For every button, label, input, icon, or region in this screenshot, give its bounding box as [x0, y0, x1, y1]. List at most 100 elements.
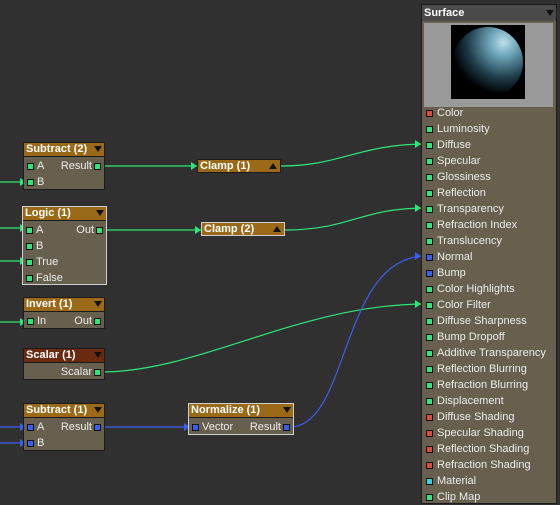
node-header[interactable]: Logic (1): [23, 207, 106, 221]
surface-input-translucency[interactable]: Translucency: [422, 233, 556, 249]
node-menu-arrow-icon[interactable]: [283, 407, 291, 413]
node-input-b[interactable]: B: [24, 174, 104, 190]
surface-input-diffuse-shading[interactable]: Diffuse Shading: [422, 409, 556, 425]
input-port[interactable]: [26, 275, 33, 282]
surface-input-material[interactable]: Material: [422, 473, 556, 489]
surface-input-diffuse-sharpness[interactable]: Diffuse Sharpness: [422, 313, 556, 329]
surface-input-bump[interactable]: Bump: [422, 265, 556, 281]
input-port[interactable]: [27, 179, 34, 186]
output-port[interactable]: [96, 227, 103, 234]
node-menu-arrow-icon[interactable]: [546, 10, 554, 16]
input-port[interactable]: [426, 222, 433, 229]
node-header[interactable]: Invert (1): [24, 298, 104, 312]
input-port[interactable]: [426, 142, 433, 149]
input-port[interactable]: [426, 414, 433, 421]
node-input-a[interactable]: A Result: [24, 158, 104, 174]
surface-input-diffuse[interactable]: Diffuse: [422, 137, 556, 153]
input-port[interactable]: [426, 190, 433, 197]
input-port[interactable]: [426, 286, 433, 293]
input-port[interactable]: [426, 382, 433, 389]
node-input-a[interactable]: A Out: [23, 222, 106, 238]
node-menu-arrow-icon[interactable]: [96, 210, 104, 216]
input-port[interactable]: [426, 158, 433, 165]
input-port[interactable]: [27, 163, 34, 170]
surface-input-additive-transparency[interactable]: Additive Transparency: [422, 345, 556, 361]
output-port[interactable]: [94, 318, 101, 325]
surface-input-luminosity[interactable]: Luminosity: [422, 121, 556, 137]
input-port[interactable]: [27, 318, 34, 325]
node-clamp-1[interactable]: Clamp (1): [197, 159, 281, 173]
input-port[interactable]: [426, 206, 433, 213]
input-port[interactable]: [426, 238, 433, 245]
output-port[interactable]: [283, 424, 290, 431]
node-header[interactable]: Subtract (2): [24, 143, 104, 157]
surface-input-reflection-blurring[interactable]: Reflection Blurring: [422, 361, 556, 377]
input-port[interactable]: [426, 270, 433, 277]
node-input-vector[interactable]: Vector Result: [189, 419, 293, 435]
input-port[interactable]: [192, 424, 199, 431]
node-invert-1[interactable]: Invert (1) In Out: [23, 297, 105, 329]
input-port[interactable]: [426, 174, 433, 181]
expand-arrow-icon[interactable]: [269, 163, 277, 169]
node-input-in[interactable]: In Out: [24, 313, 104, 329]
surface-input-glossiness[interactable]: Glossiness: [422, 169, 556, 185]
surface-input-refraction-index[interactable]: Refraction Index: [422, 217, 556, 233]
surface-input-color-highlights[interactable]: Color Highlights: [422, 281, 556, 297]
node-scalar-1[interactable]: Scalar (1) Scalar: [23, 348, 105, 380]
node-input-true[interactable]: True: [23, 254, 106, 270]
expand-arrow-icon[interactable]: [273, 226, 281, 232]
input-port[interactable]: [426, 494, 433, 501]
input-port[interactable]: [27, 424, 34, 431]
input-port[interactable]: [426, 126, 433, 133]
input-port[interactable]: [426, 462, 433, 469]
node-subtract-2[interactable]: Subtract (2) A Result B: [23, 142, 105, 190]
surface-input-reflection-shading[interactable]: Reflection Shading: [422, 441, 556, 457]
node-normalize-1[interactable]: Normalize (1) Vector Result: [188, 403, 294, 435]
node-menu-arrow-icon[interactable]: [94, 146, 102, 152]
node-input-b[interactable]: B: [24, 435, 104, 451]
surface-input-reflection[interactable]: Reflection: [422, 185, 556, 201]
surface-input-clip-map[interactable]: Clip Map: [422, 489, 556, 505]
input-port[interactable]: [426, 350, 433, 357]
input-port[interactable]: [27, 440, 34, 447]
node-input-false[interactable]: False: [23, 270, 106, 286]
node-input-a[interactable]: A Result: [24, 419, 104, 435]
input-port[interactable]: [426, 446, 433, 453]
input-port[interactable]: [26, 259, 33, 266]
input-port[interactable]: [426, 334, 433, 341]
node-menu-arrow-icon[interactable]: [94, 301, 102, 307]
input-port[interactable]: [426, 110, 433, 117]
surface-input-color-filter[interactable]: Color Filter: [422, 297, 556, 313]
surface-input-specular-shading[interactable]: Specular Shading: [422, 425, 556, 441]
node-header[interactable]: Scalar (1): [24, 349, 104, 363]
node-clamp-2[interactable]: Clamp (2): [201, 222, 285, 236]
output-port[interactable]: [94, 424, 101, 431]
node-logic-1[interactable]: Logic (1) A Out B True False: [22, 206, 107, 285]
input-port[interactable]: [26, 227, 33, 234]
surface-input-normal[interactable]: Normal: [422, 249, 556, 265]
output-port[interactable]: [94, 163, 101, 170]
surface-input-refraction-blurring[interactable]: Refraction Blurring: [422, 377, 556, 393]
node-menu-arrow-icon[interactable]: [94, 407, 102, 413]
input-port[interactable]: [426, 430, 433, 437]
surface-input-displacement[interactable]: Displacement: [422, 393, 556, 409]
node-subtract-1[interactable]: Subtract (1) A Result B: [23, 403, 105, 451]
input-port[interactable]: [426, 398, 433, 405]
surface-input-transparency[interactable]: Transparency: [422, 201, 556, 217]
input-port[interactable]: [26, 243, 33, 250]
surface-input-bump-dropoff[interactable]: Bump Dropoff: [422, 329, 556, 345]
input-port[interactable]: [426, 478, 433, 485]
input-port[interactable]: [426, 318, 433, 325]
input-port[interactable]: [426, 366, 433, 373]
input-port[interactable]: [426, 254, 433, 261]
surface-input-refraction-shading[interactable]: Refraction Shading: [422, 457, 556, 473]
surface-input-specular[interactable]: Specular: [422, 153, 556, 169]
node-menu-arrow-icon[interactable]: [94, 352, 102, 358]
node-output-scalar[interactable]: Scalar: [24, 364, 104, 380]
input-port[interactable]: [426, 302, 433, 309]
output-port[interactable]: [94, 369, 101, 376]
node-header[interactable]: Normalize (1): [189, 404, 293, 418]
node-header[interactable]: Surface: [422, 5, 556, 21]
